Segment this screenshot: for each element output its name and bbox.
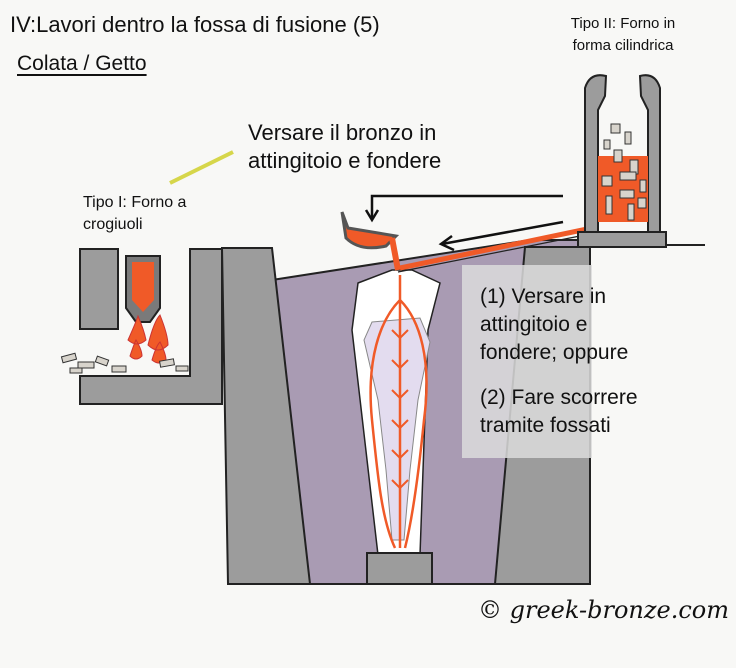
method-line-4: (2) Fare scorrere <box>480 386 638 409</box>
arrow-to-ladle <box>364 194 563 223</box>
method-box-bg <box>462 265 592 458</box>
method-line-2: attingitoio e <box>480 313 588 336</box>
furnace-type1-label-2: crogiuoli <box>83 216 143 233</box>
furnace-type2 <box>577 74 705 248</box>
pit-left-wall <box>220 247 312 585</box>
method-line-3: fondere; oppure <box>480 341 629 364</box>
pour-label-1: Versare il bronzo in <box>248 120 437 145</box>
method-line-1: (1) Versare in <box>480 285 607 308</box>
arrow-to-channel <box>438 220 564 252</box>
bronze-channel <box>399 225 593 271</box>
subtitle: Colata / Getto <box>17 52 147 75</box>
pour-label-2: attingitoio e fondere <box>248 148 442 173</box>
furnace-type1-label-1: Tipo I: Forno a <box>83 194 187 211</box>
mold-with-statue <box>351 269 441 585</box>
ladle <box>340 211 401 271</box>
furnace-type2-label-1: Tipo II: Forno in <box>570 15 676 32</box>
furnace-type1 <box>60 248 223 405</box>
highlight-stroke <box>169 150 234 185</box>
furnace-type2-label-2: forma cilindrica <box>572 37 674 54</box>
copyright-watermark: © greek-bronze.com <box>478 596 729 624</box>
method-line-5: tramite fossati <box>480 414 611 437</box>
page-title: IV:Lavori dentro la fossa di fusione (5) <box>10 12 380 37</box>
